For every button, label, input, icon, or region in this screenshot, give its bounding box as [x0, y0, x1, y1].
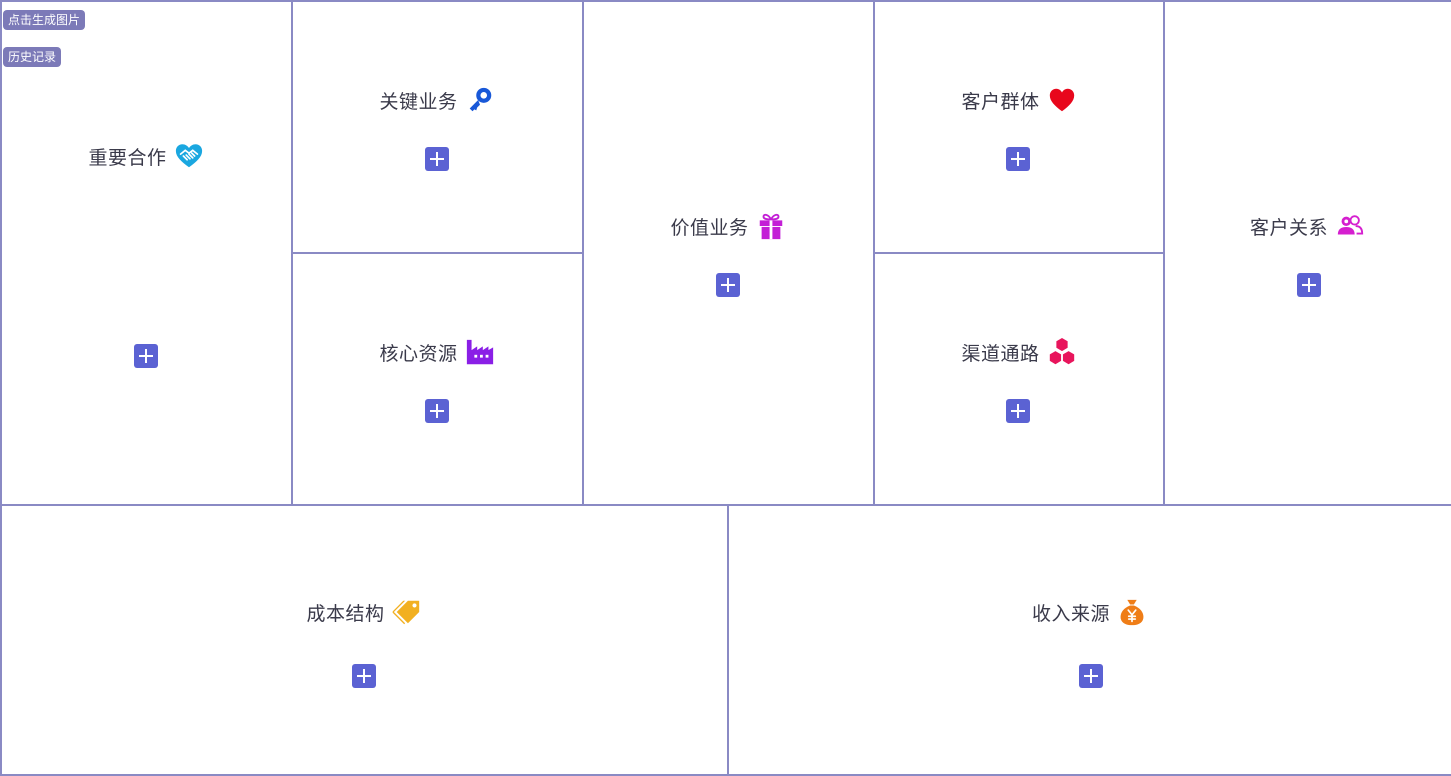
plus-icon	[1011, 152, 1025, 166]
money-bag-icon	[1116, 596, 1148, 628]
block-title: 渠道通路	[961, 342, 1040, 365]
add-cost-button[interactable]	[352, 664, 376, 688]
add-customer-segment-button[interactable]	[1006, 147, 1030, 171]
block-title: 客户群体	[961, 90, 1040, 113]
plus-icon	[430, 152, 444, 166]
plus-icon	[139, 349, 153, 363]
generate-image-button[interactable]: 点击生成图片	[3, 10, 86, 30]
block-title: 重要合作	[88, 146, 167, 169]
plus-icon	[430, 404, 444, 418]
plus-icon	[721, 278, 735, 292]
block-header: 收入来源	[729, 596, 1451, 628]
handshake-heart-icon	[173, 140, 205, 172]
block-header: 客户群体	[875, 84, 1164, 116]
plus-icon	[1084, 669, 1098, 683]
gift-icon	[755, 210, 787, 242]
block-revenue-streams: 收入来源	[727, 504, 1451, 776]
block-key-resources: 核心资源	[291, 252, 584, 506]
block-value-propositions: 价值业务	[582, 0, 875, 506]
add-value-proposition-button[interactable]	[716, 273, 740, 297]
hexagons-icon	[1046, 336, 1078, 368]
add-customer-relationship-button[interactable]	[1297, 273, 1321, 297]
add-key-partner-button[interactable]	[134, 344, 158, 368]
history-button[interactable]: 历史记录	[3, 47, 62, 67]
add-key-activity-button[interactable]	[425, 147, 449, 171]
block-title: 价值业务	[670, 216, 749, 239]
block-header: 重要合作	[2, 140, 291, 172]
heart-icon	[1046, 84, 1078, 116]
key-icon	[464, 84, 496, 116]
block-key-activities: 关键业务	[291, 0, 584, 254]
block-title: 客户关系	[1249, 216, 1328, 239]
add-key-resource-button[interactable]	[425, 399, 449, 423]
block-header: 渠道通路	[875, 336, 1164, 368]
add-channel-button[interactable]	[1006, 399, 1030, 423]
users-icon	[1334, 210, 1366, 242]
block-channels: 渠道通路	[873, 252, 1166, 506]
block-cost-structure: 成本结构	[0, 504, 729, 776]
block-header: 关键业务	[293, 84, 582, 116]
block-header: 客户关系	[1165, 210, 1451, 242]
block-customer-relationships: 客户关系	[1163, 0, 1451, 506]
block-customer-segments: 客户群体	[873, 0, 1166, 254]
add-revenue-button[interactable]	[1079, 664, 1103, 688]
factory-icon	[464, 336, 496, 368]
block-title: 成本结构	[306, 602, 385, 625]
block-header: 价值业务	[584, 210, 873, 242]
plus-icon	[1011, 404, 1025, 418]
plus-icon	[1302, 278, 1316, 292]
block-header: 成本结构	[2, 596, 727, 628]
plus-icon	[357, 669, 371, 683]
block-header: 核心资源	[293, 336, 582, 368]
block-key-partners: 重要合作	[0, 0, 293, 506]
tags-icon	[391, 596, 423, 628]
block-title: 关键业务	[379, 90, 458, 113]
block-title: 核心资源	[379, 342, 458, 365]
block-title: 收入来源	[1031, 602, 1110, 625]
